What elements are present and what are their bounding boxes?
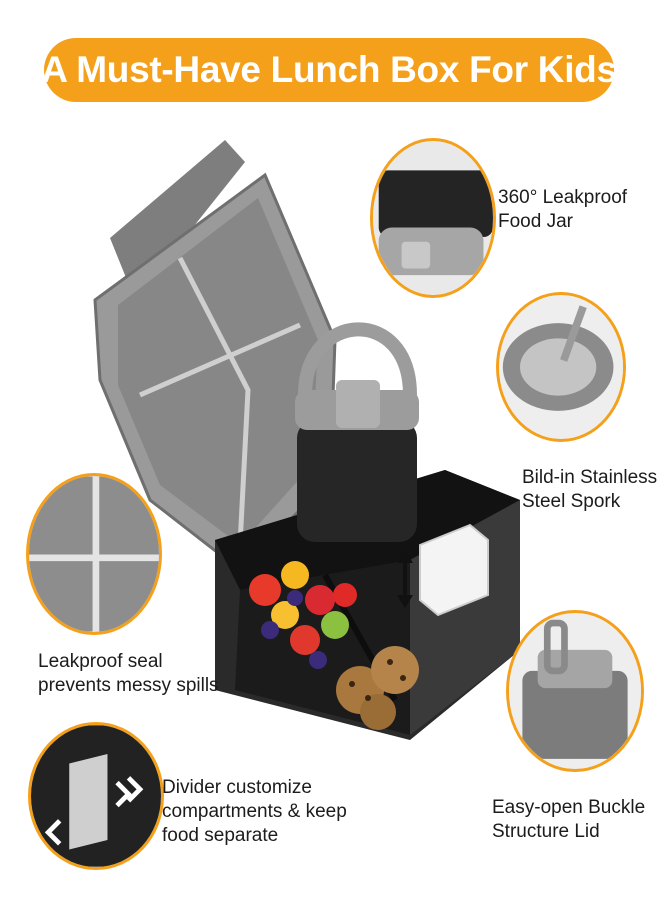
feature-line: Structure Lid [492,821,600,842]
feature-line: Steel Spork [522,491,621,512]
feature-line: Leakproof seal [38,651,163,672]
banner-title: A Must-Have Lunch Box For Kids [41,49,617,90]
cookie-compartment [336,646,419,730]
feature-buckle-label: Easy-open Buckle Structure Lid [492,796,645,844]
feature-line: Easy-open Buckle [492,797,646,818]
food-jar [295,322,419,542]
buckle-lid-closeup-icon [506,610,644,772]
feature-line: Food Jar [498,211,573,232]
food-jar-closeup-icon [370,138,496,298]
feature-line: compartments & keep [162,801,347,822]
feature-divider-label: Divider customize compartments & keep fo… [162,776,347,848]
feature-line: food separate [162,825,279,846]
feature-line: 360° Leakproof [498,187,628,208]
fruit-compartment [249,561,357,669]
divider-closeup-icon [28,722,164,870]
lid-seal-closeup-icon [26,473,162,635]
feature-line: prevents messy spills [38,675,219,696]
lunch-box-lid [93,140,337,572]
feature-seal-label: Leakproof seal prevents messy spills [38,650,219,698]
feature-line: Bild-in Stainless [522,467,658,488]
feature-spork-label: Bild-in Stainless Steel Spork [522,466,657,514]
feature-food-jar-label: 360° Leakproof Food Jar [498,186,627,234]
title-banner: A Must-Have Lunch Box For Kids [41,38,617,102]
spork-closeup-icon [496,292,626,442]
feature-line: Divider customize [162,777,312,798]
divider-insert [397,523,489,617]
